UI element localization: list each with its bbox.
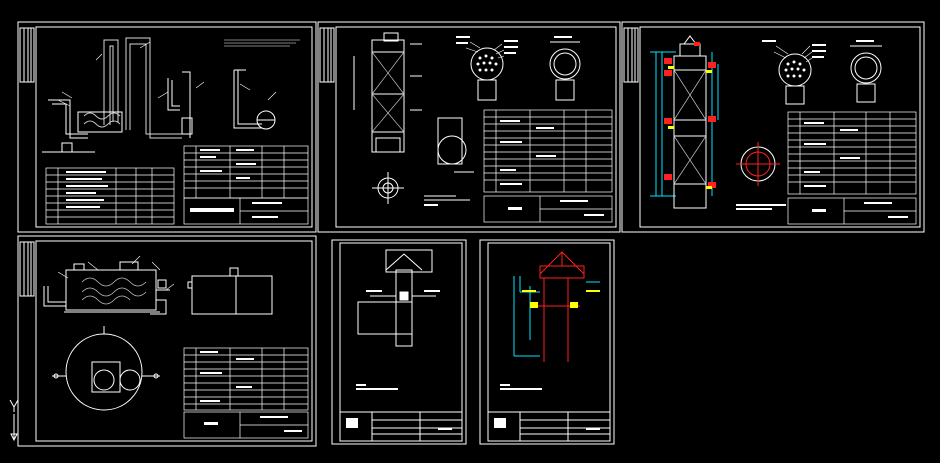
- ucs-axis-icon: [9, 399, 19, 442]
- sheet-3: [621, 21, 925, 233]
- sheet-1: [17, 21, 317, 233]
- sheet-4: [17, 235, 317, 447]
- sheet-6: [479, 239, 615, 445]
- sheet-5: [331, 239, 467, 445]
- sheet-2: [317, 21, 621, 233]
